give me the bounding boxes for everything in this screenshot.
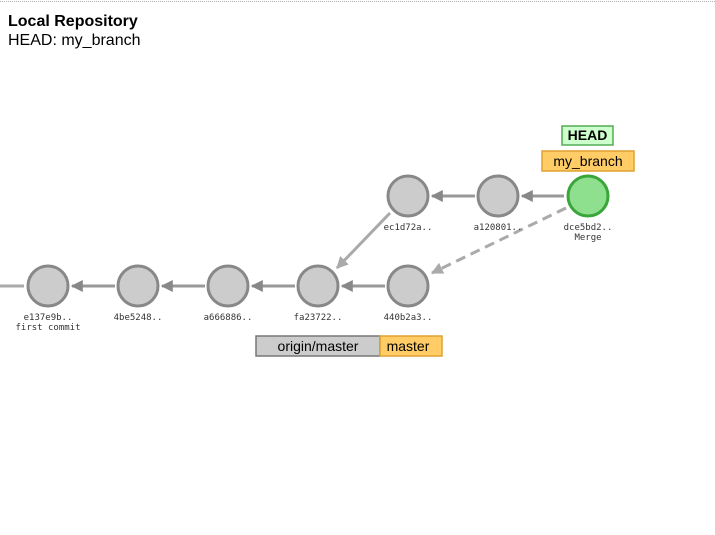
remote-tag-label: origin/master [278,338,359,354]
remote-tag-origin-master[interactable]: origin/master [255,335,381,357]
branch-tag-master[interactable]: master [379,335,443,357]
commit-4be5248[interactable]: 4be5248.. [114,264,163,323]
edge-ec1d72a-fa23722 [335,211,392,270]
commit-a120801[interactable]: a120801.. [474,174,523,233]
commit-message: first commit [15,323,80,333]
commit-id: 4be5248.. [114,313,163,323]
head-tag-label: HEAD [568,127,608,143]
commit-node-head[interactable] [566,174,610,218]
commit-id: e137e9b.. [24,313,73,323]
edge-dce5bd2-440b2a3-merge [430,206,567,275]
commit-id: 440b2a3.. [384,313,433,323]
commit-node[interactable] [296,264,340,308]
commit-e137e9b[interactable]: e137e9b.. first commit [15,264,81,333]
commit-node[interactable] [26,264,70,308]
commit-dce5bd2[interactable]: dce5bd2.. Merge [564,174,613,243]
commit-id: a120801.. [474,223,523,233]
commit-fa23722[interactable]: fa23722.. [294,264,343,323]
commit-id: fa23722.. [294,313,343,323]
commit-node[interactable] [206,264,250,308]
commit-a666886[interactable]: a666886.. [204,264,253,323]
commit-id: ec1d72a.. [384,223,433,233]
commit-node[interactable] [386,264,430,308]
head-tag-box[interactable] [561,125,614,146]
head-tag[interactable]: HEAD [561,125,614,146]
branch-tag-label: master [387,338,430,354]
repo-title: Local Repository [8,13,138,30]
commit-id: a666886.. [204,313,253,323]
repo-header: Local Repository HEAD: my_branch [8,12,141,51]
commit-id: dce5bd2.. [564,223,613,233]
commit-node[interactable] [386,174,430,218]
branch-tag-my-branch[interactable]: my_branch [541,150,635,172]
commit-ec1d72a[interactable]: ec1d72a.. [384,174,433,233]
branch-tag-box[interactable] [541,150,635,172]
top-border [0,1,715,2]
commit-440b2a3[interactable]: 440b2a3.. [384,264,433,323]
head-info: HEAD: my_branch [8,32,141,49]
branch-tag-box[interactable] [379,335,443,357]
branch-tag-label: my_branch [553,153,622,169]
commit-message: Merge [574,233,601,243]
commit-node[interactable] [116,264,160,308]
commit-node[interactable] [476,174,520,218]
